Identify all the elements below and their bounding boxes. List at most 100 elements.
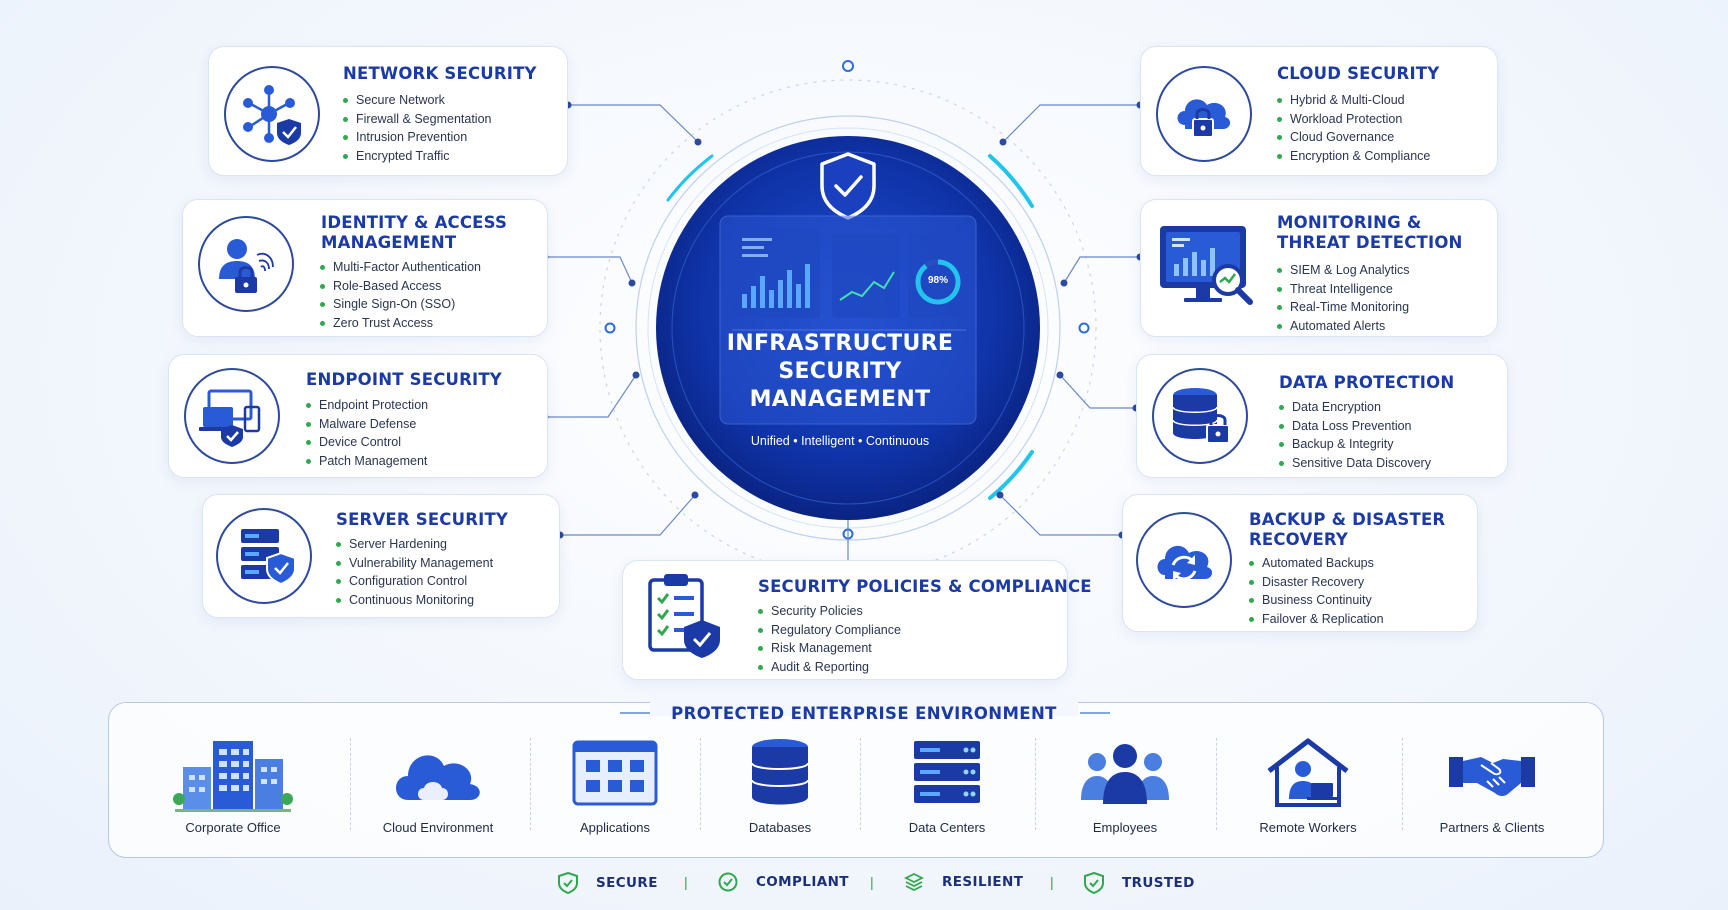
list-item: Cloud Governance xyxy=(1277,128,1430,147)
network-security-list: Secure Network Firewall & Segmentation I… xyxy=(343,91,491,165)
shield-check-icon xyxy=(1084,872,1104,894)
list-item: Automated Alerts xyxy=(1277,317,1410,336)
list-item: Malware Defense xyxy=(306,415,428,434)
env-label: Partners & Clients xyxy=(1439,820,1545,835)
server-security-list: Server Hardening Vulnerability Managemen… xyxy=(336,535,493,609)
center-title-line: SECURITY xyxy=(778,359,902,384)
identity-access-title: IDENTITY & ACCESS MANAGEMENT xyxy=(321,213,507,253)
office-building-icon xyxy=(173,741,293,812)
list-item: Business Continuity xyxy=(1249,591,1384,610)
list-item: Multi-Factor Authentication xyxy=(320,258,481,277)
env-item-cloud-environment: Cloud Environment xyxy=(348,730,528,842)
backup-recovery-title-line: BACKUP & DISASTER xyxy=(1249,510,1446,529)
cloud-security-title: CLOUD SECURITY xyxy=(1277,64,1440,83)
identity-user-lock-icon xyxy=(198,216,294,312)
identity-access-list: Multi-Factor Authentication Role-Based A… xyxy=(320,258,481,332)
env-divider xyxy=(860,738,861,830)
list-item: Data Encryption xyxy=(1279,398,1431,417)
server-shield-icon xyxy=(216,508,312,604)
env-label: Corporate Office xyxy=(185,820,281,835)
policies-compliance-title: SECURITY POLICIES & COMPLIANCE xyxy=(758,577,1092,596)
handshake-icon xyxy=(1449,757,1535,796)
center-shield-icon xyxy=(820,152,876,220)
env-item-applications: Applications xyxy=(525,730,705,842)
backup-recovery-list: Automated Backups Disaster Recovery Busi… xyxy=(1249,554,1384,628)
remote-worker-icon xyxy=(1267,738,1349,807)
data-protection-title: DATA PROTECTION xyxy=(1279,373,1455,392)
identity-access-title-line: IDENTITY & ACCESS xyxy=(321,213,508,232)
list-item: Backup & Integrity xyxy=(1279,435,1431,454)
list-item: Patch Management xyxy=(306,452,428,471)
identity-access-title-line: MANAGEMENT xyxy=(321,233,457,252)
list-item: Threat Intelligence xyxy=(1277,280,1410,299)
endpoint-security-list: Endpoint Protection Malware Defense Devi… xyxy=(306,396,428,470)
monitoring-threat-title-line: THREAT DETECTION xyxy=(1277,233,1463,252)
badge-label: COMPLIANT xyxy=(756,874,849,890)
list-item: Workload Protection xyxy=(1277,110,1430,129)
env-divider xyxy=(1216,738,1217,830)
center-tagline: Unified • Intelligent • Continuous xyxy=(750,434,930,448)
server-rack-icon xyxy=(914,741,980,803)
list-item: Sensitive Data Discovery xyxy=(1279,454,1431,473)
network-icon xyxy=(224,66,320,162)
layers-icon xyxy=(904,872,924,892)
list-item: Encryption & Compliance xyxy=(1277,147,1430,166)
badge-label: TRUSTED xyxy=(1122,875,1195,891)
badge-separator: | xyxy=(870,874,874,890)
env-label: Remote Workers xyxy=(1259,820,1357,835)
network-security-title: NETWORK SECURITY xyxy=(343,64,537,83)
server-security-title: SERVER SECURITY xyxy=(336,510,509,529)
cloud-lock-icon xyxy=(1156,66,1252,162)
gauge-value: 98% xyxy=(927,275,948,286)
check-circle-icon xyxy=(718,872,738,892)
list-item: Security Policies xyxy=(758,602,901,621)
list-item: Secure Network xyxy=(343,91,491,110)
env-label: Employees xyxy=(1092,820,1158,835)
env-title-rules xyxy=(620,712,1110,714)
env-divider xyxy=(1035,738,1036,830)
env-item-data-centers: Data Centers xyxy=(857,730,1037,842)
env-label: Applications xyxy=(579,820,651,835)
env-label: Cloud Environment xyxy=(382,820,494,835)
env-divider xyxy=(530,738,531,830)
monitor-magnifier-icon xyxy=(1158,222,1258,314)
cloud-icon xyxy=(396,755,480,800)
data-protection-list: Data Encryption Data Loss Prevention Bac… xyxy=(1279,398,1431,472)
database-icon xyxy=(751,739,809,805)
center-title-line: MANAGEMENT xyxy=(749,387,931,412)
shield-check-icon xyxy=(558,872,578,894)
cloud-sync-icon xyxy=(1136,512,1232,608)
env-item-corporate-office: Corporate Office xyxy=(143,730,323,842)
env-divider xyxy=(700,738,701,830)
backup-recovery-title-line: RECOVERY xyxy=(1249,530,1349,549)
list-item: Encrypted Traffic xyxy=(343,147,491,166)
env-label: Databases xyxy=(748,820,812,835)
badge-secure: SECURE xyxy=(558,872,658,894)
environment-panel xyxy=(108,702,1604,858)
badge-separator: | xyxy=(684,874,688,890)
list-item: Regulatory Compliance xyxy=(758,621,901,640)
badge-trusted: TRUSTED xyxy=(1084,872,1195,894)
list-item: Automated Backups xyxy=(1249,554,1384,573)
list-item: Role-Based Access xyxy=(320,277,481,296)
list-item: Endpoint Protection xyxy=(306,396,428,415)
center-title: INFRASTRUCTURE SECURITY MANAGEMENT xyxy=(700,330,980,414)
list-item: Real-Time Monitoring xyxy=(1277,298,1410,317)
endpoint-devices-icon xyxy=(184,368,280,464)
cloud-security-list: Hybrid & Multi-Cloud Workload Protection… xyxy=(1277,91,1430,165)
env-item-employees: Employees xyxy=(1035,730,1215,842)
database-lock-icon xyxy=(1152,368,1248,464)
badge-separator: | xyxy=(1050,874,1054,890)
list-item: Data Loss Prevention xyxy=(1279,417,1431,436)
people-icon xyxy=(1081,744,1169,804)
list-item: Audit & Reporting xyxy=(758,658,901,677)
env-item-remote-workers: Remote Workers xyxy=(1218,730,1398,842)
monitoring-threat-title-line: MONITORING & xyxy=(1277,213,1422,232)
env-item-partners-clients: Partners & Clients xyxy=(1402,730,1582,842)
list-item: Zero Trust Access xyxy=(320,314,481,333)
list-item: Server Hardening xyxy=(336,535,493,554)
env-divider xyxy=(1402,738,1403,830)
badge-compliant: COMPLIANT xyxy=(718,872,849,892)
list-item: Failover & Replication xyxy=(1249,610,1384,629)
